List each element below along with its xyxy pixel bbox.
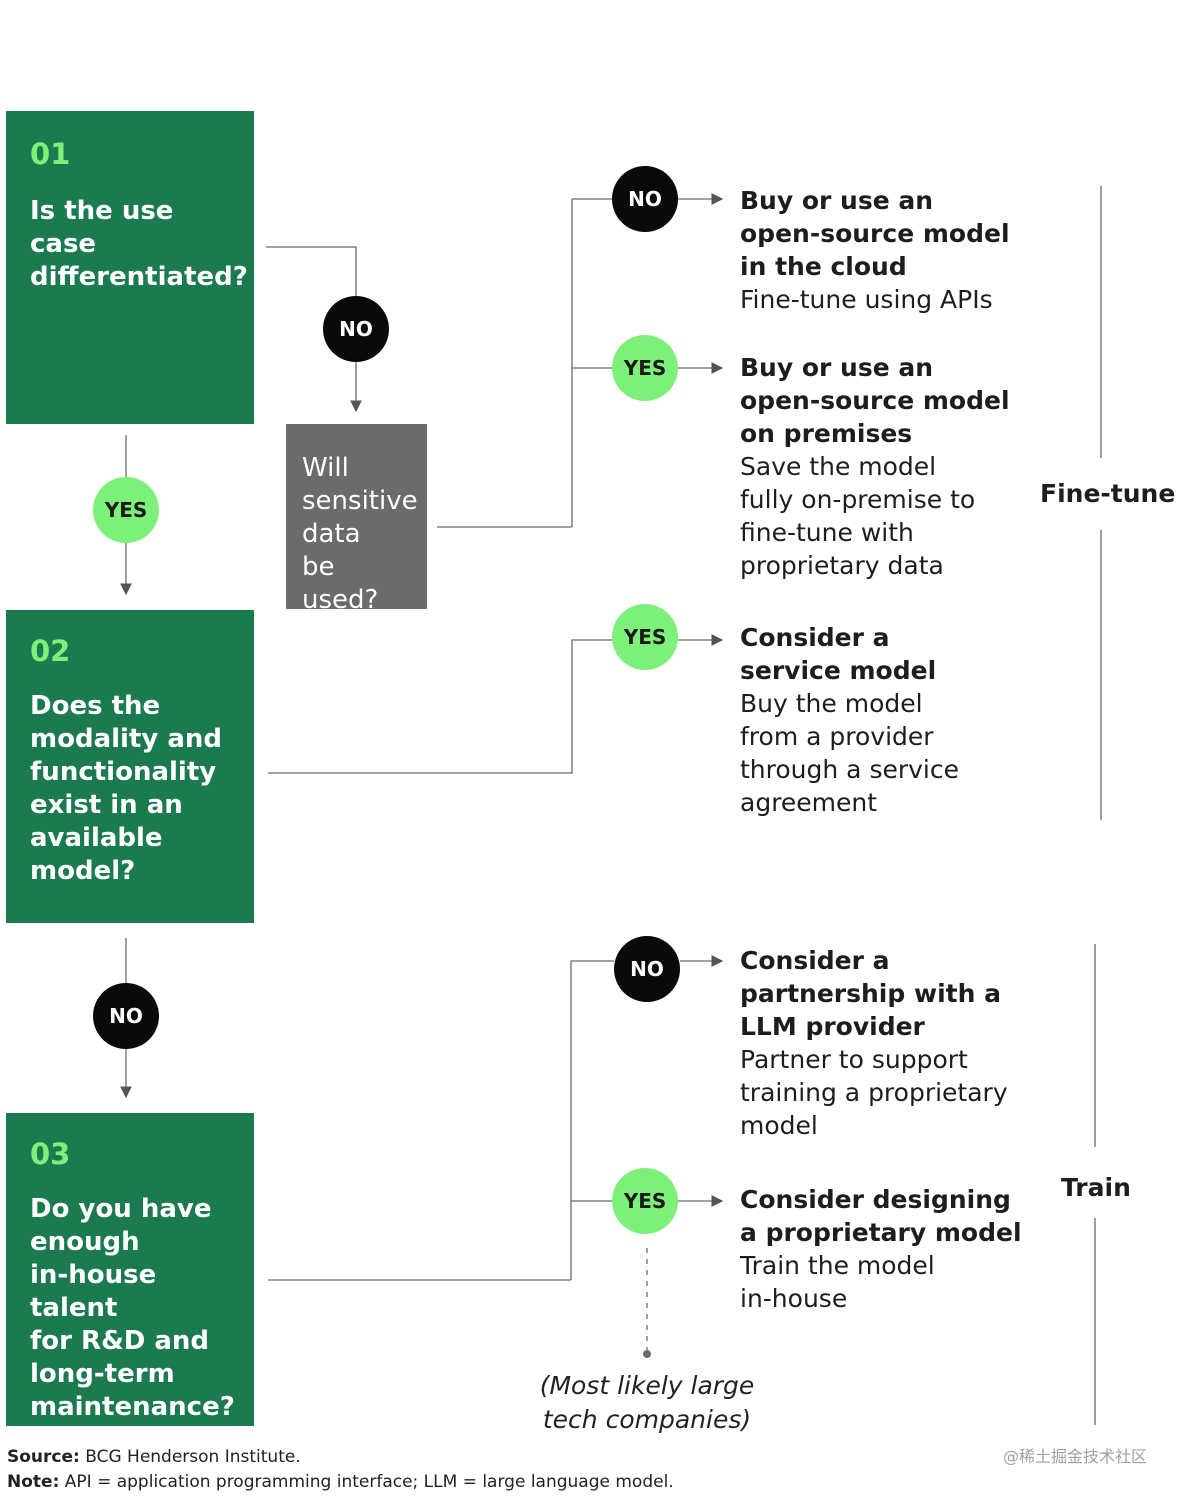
question-box-03: 03 Do you have enough in-house talent fo… — [6, 1113, 254, 1426]
yes-badge-q1: YES — [93, 477, 159, 543]
outcome-description: Train the model in-house — [740, 1251, 935, 1313]
outcome-on-premises: Buy or use an open-source model on premi… — [740, 351, 1040, 582]
note-text: API = application programming interface;… — [64, 1472, 674, 1492]
source-label: Source: — [7, 1447, 80, 1467]
abbreviation-note: Note: API = application programming inte… — [7, 1472, 674, 1492]
outcome-title: Buy or use an open-source model on premi… — [740, 353, 1010, 448]
outcome-description: Save the model fully on-premise to fine-… — [740, 452, 976, 580]
no-badge-q2: NO — [93, 983, 159, 1049]
question-number: 02 — [30, 634, 71, 668]
note-label: Note: — [7, 1472, 60, 1492]
question-text: Does the modality and functionality exis… — [30, 691, 223, 886]
outcome-proprietary: Consider designing a proprietary model T… — [740, 1183, 1030, 1315]
no-badge-cloud: NO — [612, 166, 678, 232]
outcome-service-model: Consider a service model Buy the model f… — [740, 621, 1040, 819]
outcome-title: Consider a partnership with a LLM provid… — [740, 946, 1001, 1041]
category-finetune: Fine-tune — [1040, 479, 1176, 508]
outcome-partnership: Consider a partnership with a LLM provid… — [740, 944, 1040, 1142]
question-number: 03 — [30, 1137, 71, 1171]
outcome-title: Consider designing a proprietary model — [740, 1185, 1022, 1247]
category-train: Train — [1061, 1173, 1131, 1202]
yes-badge-onprem: YES — [612, 335, 678, 401]
yes-badge-service: YES — [612, 604, 678, 670]
yes-badge-proprietary: YES — [612, 1168, 678, 1234]
question-text: Is the use case differentiated? — [30, 196, 248, 292]
outcome-description: Fine-tune using APIs — [740, 285, 993, 314]
question-box-01: 01 Is the use case differentiated? — [6, 111, 254, 424]
source-note: Source: BCG Henderson Institute. — [7, 1447, 301, 1467]
outcome-description: Buy the model from a provider through a … — [740, 689, 959, 817]
outcome-title: Buy or use an open-source model in the c… — [740, 186, 1010, 281]
watermark: @稀土掘金技术社区 — [1003, 1447, 1148, 1466]
question-box-02: 02 Does the modality and functionality e… — [6, 610, 254, 923]
outcome-title: Consider a service model — [740, 623, 937, 685]
source-text: BCG Henderson Institute. — [85, 1447, 301, 1467]
no-badge-partnership: NO — [614, 936, 680, 1002]
question-number: 01 — [30, 137, 71, 171]
sensitive-data-box: Will sensitive data be used? — [286, 424, 427, 615]
outcome-description: Partner to support training a proprietar… — [740, 1045, 1008, 1140]
outcome-cloud: Buy or use an open-source model in the c… — [740, 184, 1040, 316]
large-tech-annotation: (Most likely large tech companies) — [539, 1371, 755, 1434]
question-text: Do you have enough in-house talent for R… — [30, 1194, 235, 1422]
no-badge-q1: NO — [323, 296, 389, 362]
